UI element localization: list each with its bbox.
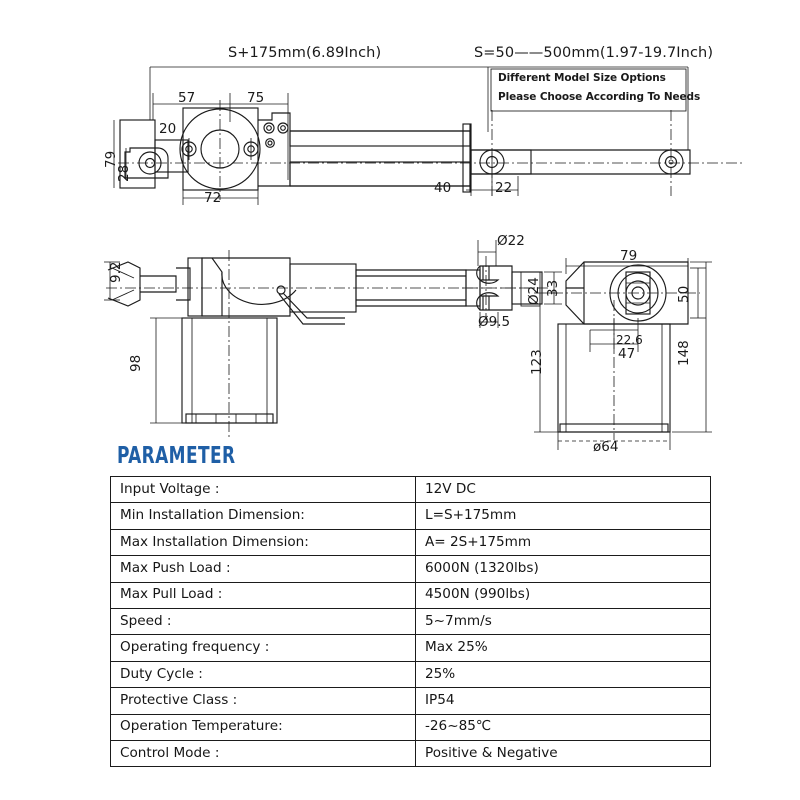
spec-row: Operation Temperature:-26~85℃ <box>110 713 711 741</box>
spec-label: Duty Cycle : <box>110 660 416 689</box>
spec-value: 25% <box>415 660 711 689</box>
spec-label: Control Mode : <box>110 739 416 768</box>
technical-drawing: .ln { stroke:#1b1b1b; stroke-width:1.15;… <box>104 66 745 450</box>
spec-label: Protective Class : <box>110 687 416 715</box>
dim-75: 75 <box>247 90 265 106</box>
dim-d64: ø64 <box>593 439 619 455</box>
spec-value: 4500N (990lbs) <box>415 581 711 609</box>
label-total-length: S+175mm(6.89Inch) <box>228 45 382 61</box>
dim-79-bracket: 79 <box>620 248 638 264</box>
note-line-1: Different Model Size Options <box>498 72 666 84</box>
rod-end-detail <box>462 240 562 328</box>
dim-d24: Ø24 <box>526 277 542 305</box>
label-stroke-range: S=50——500mm(1.97-19.7Inch) <box>474 45 714 61</box>
spec-row: Max Push Load :6000N (1320lbs) <box>110 555 711 583</box>
dim-28: 28 <box>116 164 132 182</box>
spec-value: 5~7mm/s <box>415 607 711 636</box>
dim-d22: Ø22 <box>497 233 525 249</box>
dim-20: 20 <box>159 121 177 137</box>
spec-label: Max Pull Load : <box>110 581 416 609</box>
spec-value: 6000N (1320lbs) <box>415 555 711 583</box>
dim-72: 72 <box>204 190 222 206</box>
dim-9-2: 9.2 <box>108 261 124 283</box>
spec-row: Operating frequency :Max 25% <box>110 634 711 662</box>
spec-value: A= 2S+175mm <box>415 528 711 557</box>
spec-label: Operating frequency : <box>110 634 416 662</box>
spec-row: Duty Cycle :25% <box>110 660 711 689</box>
spec-row: Protective Class :IP54 <box>110 687 711 715</box>
spec-row: Input Voltage :12V DC <box>110 475 711 504</box>
spec-label: Max Installation Dimension: <box>110 528 416 557</box>
dim-d9-5: Ø9.5 <box>478 314 511 330</box>
spec-row: Min Installation Dimension:L=S+175mm <box>110 502 711 530</box>
dim-123: 123 <box>529 349 545 375</box>
spec-value: IP54 <box>415 687 711 715</box>
bracket-detail-drawing <box>534 258 712 450</box>
spec-value: Positive & Negative <box>415 739 711 768</box>
spec-label: Min Installation Dimension: <box>110 502 416 530</box>
spec-label: Input Voltage : <box>110 475 416 504</box>
side-view-drawing <box>104 250 540 438</box>
spec-label: Max Push Load : <box>110 555 416 583</box>
parameter-heading: PARAMETER <box>117 443 236 469</box>
dim-33: 33 <box>545 279 561 297</box>
dim-50: 50 <box>676 285 692 303</box>
dim-40: 40 <box>434 180 452 196</box>
spec-row: Max Installation Dimension:A= 2S+175mm <box>110 528 711 557</box>
spec-value: Max 25% <box>415 634 711 662</box>
spec-value: L=S+175mm <box>415 502 711 530</box>
spec-row: Speed :5~7mm/s <box>110 607 711 636</box>
dim-22: 22 <box>495 180 513 196</box>
dim-22-6: 22.6 <box>616 333 643 347</box>
spec-row: Max Pull Load :4500N (990lbs) <box>110 581 711 609</box>
note-line-2: Please Choose According To Needs <box>498 91 701 103</box>
dim-148: 148 <box>676 340 692 366</box>
spec-label: Operation Temperature: <box>110 713 416 741</box>
spec-value: -26~85℃ <box>415 713 711 741</box>
dim-47: 47 <box>618 346 636 362</box>
top-view-drawing <box>113 66 745 205</box>
dim-98: 98 <box>128 354 144 372</box>
spec-value: 12V DC <box>415 475 711 504</box>
spec-row: Control Mode :Positive & Negative <box>110 739 711 768</box>
spec-label: Speed : <box>110 607 416 636</box>
dim-57: 57 <box>178 90 196 106</box>
